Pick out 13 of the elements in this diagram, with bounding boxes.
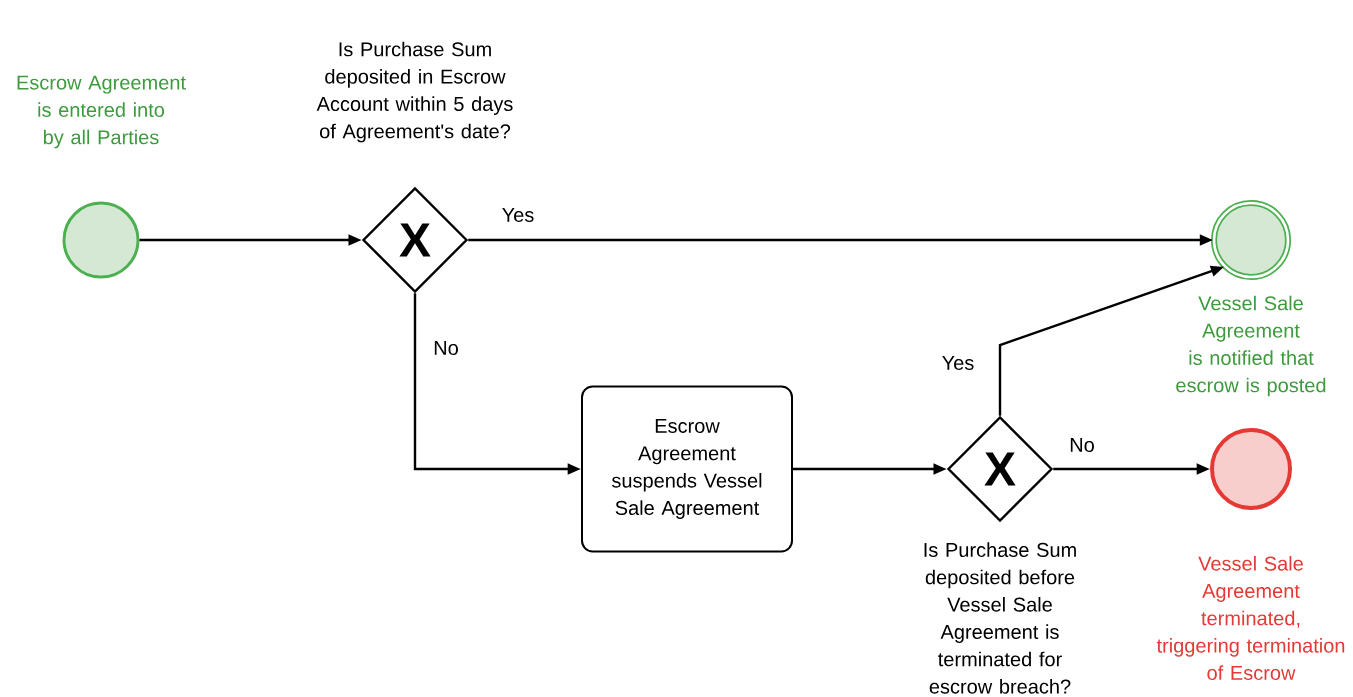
- event-caption: Escrow Agreement is entered into by all Parties: [17, 75, 186, 149]
- task-box: Escrow Agreement suspends Vessel Sale Agreement: [581, 385, 793, 553]
- event-caption: Vessel Sale Agreement terminated, triggering termination of Escrow: [1156, 556, 1345, 680]
- event-caption: Is Purchase Sum deposited in Escrow Account within 5 days of Agreement's date?: [316, 41, 513, 143]
- start-event-circle: [62, 201, 140, 279]
- event-caption: Is Purchase Sum deposited before Vessel Sale Agreement is terminated for escrow breach?: [924, 542, 1076, 694]
- end-event-circle: [1210, 428, 1292, 510]
- edge-label: No: [431, 339, 461, 357]
- event-caption: Vessel Sale Agreement is notified that escrow is posted: [1176, 295, 1326, 397]
- edge-label: No: [1067, 436, 1097, 454]
- edge-label: Yes: [500, 206, 536, 224]
- end-event-circle: [1210, 199, 1292, 281]
- edge-label: Yes: [940, 354, 976, 372]
